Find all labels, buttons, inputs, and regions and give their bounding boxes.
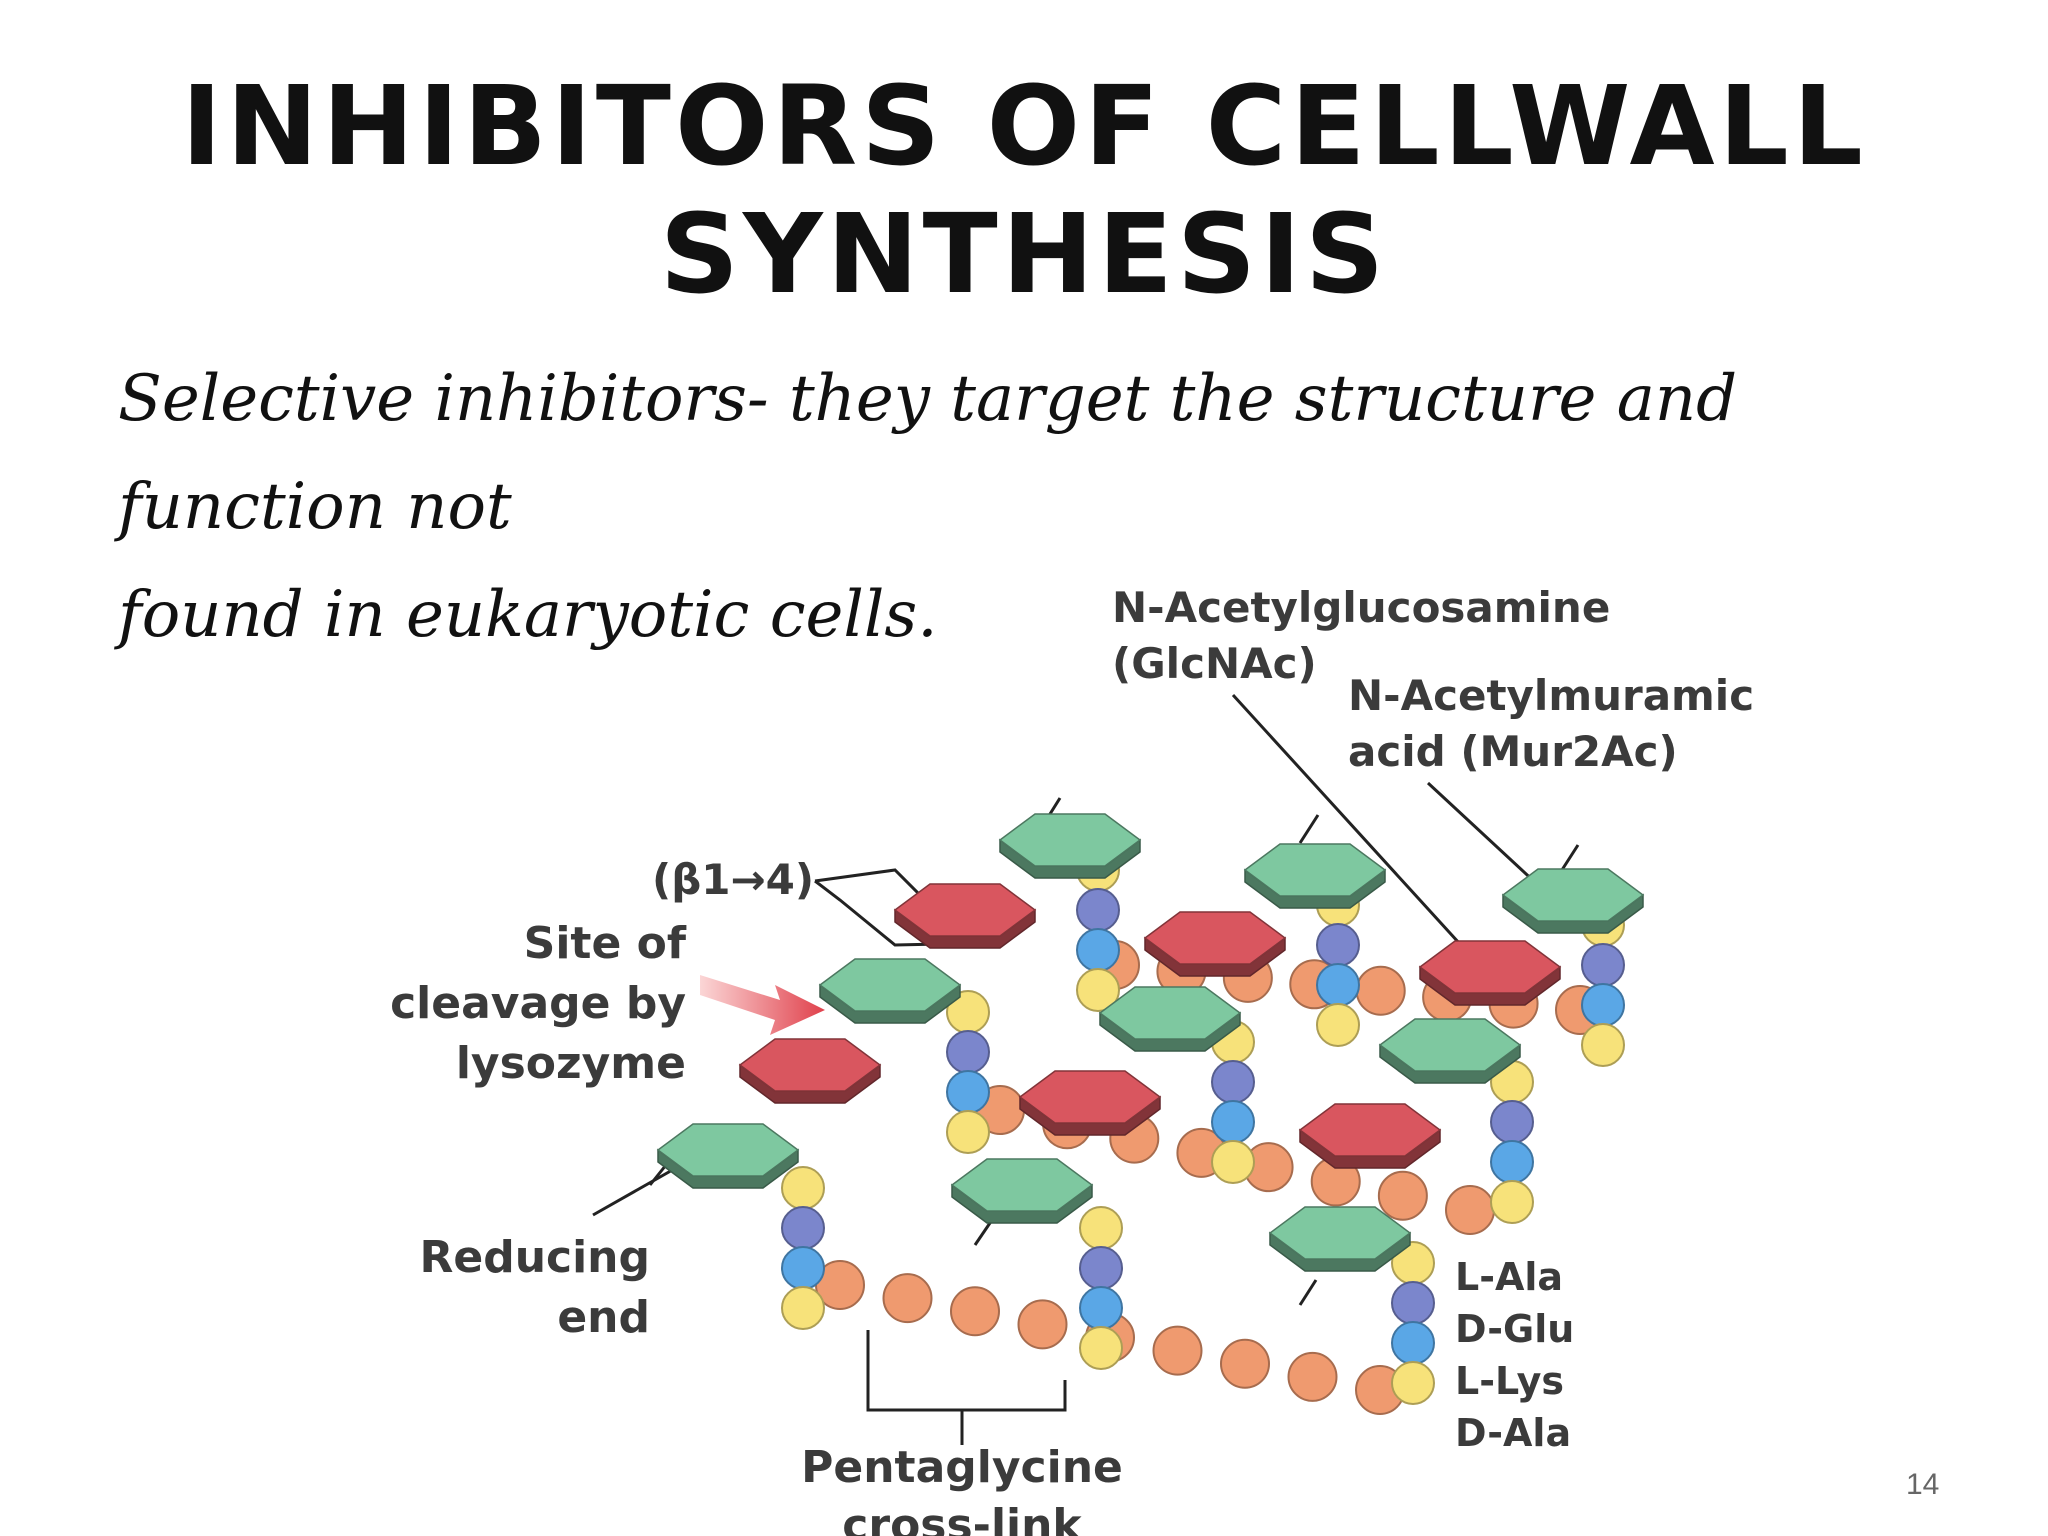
mur2ac-hexagon — [1298, 1103, 1442, 1169]
glycine-bead — [1445, 1185, 1495, 1235]
mur2ac-hexagon — [738, 1038, 882, 1104]
pentaglycine-label-line-2: cross-link — [842, 1500, 1083, 1536]
glcnac-pointer-line — [1231, 693, 1472, 957]
beta-link-label: (β1→4) — [652, 855, 814, 904]
pentaglycine-label-line-1: Pentaglycine — [801, 1442, 1123, 1493]
glcnac-hexagon — [818, 958, 962, 1024]
chain-end-stub — [1298, 1279, 1318, 1306]
amino-acid-bead — [1079, 1206, 1123, 1250]
peptide-chain-8 — [1490, 1060, 1534, 1224]
mur2ac-hexagon — [893, 883, 1037, 949]
amino-acid-bead — [1316, 1003, 1360, 1047]
glycine-bead — [1287, 1351, 1338, 1402]
amino-acid-bead — [1581, 983, 1625, 1027]
glcnac-hexagon — [1501, 868, 1645, 934]
chain-end-stub — [1298, 814, 1320, 844]
amino-acid-label-l-ala: L-Ala — [1455, 1255, 1563, 1299]
amino-acid-bead — [1316, 963, 1360, 1007]
reducing-label-line-2: end — [557, 1292, 650, 1343]
amino-acid-bead — [1581, 943, 1625, 987]
amino-acid-bead — [1211, 1100, 1255, 1144]
glcnac-hexagon — [1243, 843, 1387, 909]
glcnac-hexagon — [998, 813, 1142, 879]
slide-subtitle: Selective inhibitors- they target the st… — [118, 345, 1918, 669]
title-line-1: INHIBITORS OF CELLWALL — [181, 62, 1867, 190]
amino-acid-bead — [1079, 1246, 1123, 1290]
amino-acid-bead — [781, 1246, 825, 1290]
mur2ac-hexagon — [1143, 911, 1287, 977]
amino-acid-bead — [1076, 968, 1120, 1012]
glcnac-hexagon — [656, 1123, 800, 1189]
amino-acid-bead — [1076, 928, 1120, 972]
glcnac-hexagon — [950, 1158, 1094, 1224]
amino-acid-bead — [946, 1030, 990, 1074]
amino-acid-bead — [781, 1166, 825, 1210]
pentaglycine-chain-front — [815, 1260, 1405, 1415]
glcnac-label-line-1: N-Acetylglucosamine — [1112, 583, 1610, 632]
glcnac-hexagon — [1378, 1018, 1522, 1084]
cleavage-label-line-1: Site of — [524, 918, 687, 969]
amino-acid-label-d-ala: D-Ala — [1455, 1411, 1571, 1455]
peptide-chain-7 — [1391, 1241, 1435, 1405]
amino-acid-bead — [1391, 1361, 1435, 1405]
chain-end-stub — [973, 1219, 994, 1246]
glycine-bead — [1377, 1170, 1428, 1221]
slide-title: INHIBITORS OF CELLWALL SYNTHESIS — [0, 62, 2048, 318]
amino-acid-bead — [1581, 1023, 1625, 1067]
amino-acid-bead — [946, 1110, 990, 1154]
glycine-bead — [1017, 1299, 1068, 1350]
amino-acid-bead — [1391, 1321, 1435, 1365]
amino-acid-bead — [781, 1206, 825, 1250]
amino-acid-bead — [1316, 923, 1360, 967]
amino-acid-label-l-lys: L-Lys — [1455, 1359, 1564, 1403]
page-number: 14 — [1906, 1468, 1940, 1501]
cleavage-label-line-3: lysozyme — [456, 1038, 686, 1089]
peptide-chain-2 — [946, 990, 990, 1154]
peptide-chain-4 — [1211, 1020, 1255, 1184]
amino-acid-bead — [946, 1070, 990, 1114]
glycine-bead — [882, 1273, 933, 1324]
peptide-chain-1 — [781, 1166, 825, 1330]
amino-acid-bead — [1079, 1326, 1123, 1370]
glcnac-hexagon — [1268, 1206, 1412, 1272]
amino-acid-bead — [1391, 1281, 1435, 1325]
mur2ac-hexagon — [1018, 1070, 1162, 1136]
glcnac-hexagon — [1098, 986, 1242, 1052]
amino-acid-bead — [1211, 1060, 1255, 1104]
cleavage-label-line-2: cleavage by — [390, 978, 686, 1029]
title-line-2: SYNTHESIS — [659, 190, 1389, 318]
amino-acid-bead — [781, 1286, 825, 1330]
glycine-bead — [1220, 1338, 1270, 1389]
mur2ac-label-line-1: N-Acetylmuramic — [1348, 671, 1754, 720]
amino-acid-bead — [1076, 888, 1120, 932]
amino-acid-bead — [1211, 1140, 1255, 1184]
pentaglycine-bracket — [866, 1330, 1067, 1412]
sugar-units — [656, 813, 1645, 1272]
reducing-label-line-1: Reducing — [419, 1232, 650, 1283]
amino-acid-bead — [1490, 1180, 1534, 1224]
mur2ac-label-line-2: acid (Mur2Ac) — [1348, 727, 1678, 776]
mur2ac-pointer-line — [1426, 781, 1540, 887]
amino-acid-label-d-glu: D-Glu — [1455, 1307, 1574, 1351]
glycine-bead — [950, 1286, 1000, 1337]
glycine-bead — [1355, 965, 1406, 1016]
peptide-chain-5 — [1079, 1206, 1123, 1370]
amino-acid-bead — [1079, 1286, 1123, 1330]
glycine-bead — [1152, 1325, 1203, 1376]
subtitle-line-2: found in eukaryotic cells. — [118, 578, 938, 652]
mur2ac-hexagon — [1418, 940, 1562, 1006]
subtitle-line-1: Selective inhibitors- they target the st… — [118, 362, 1738, 544]
glcnac-label-line-2: (GlcNAc) — [1112, 639, 1317, 688]
amino-acid-bead — [1490, 1140, 1534, 1184]
cleavage-arrow-icon — [700, 975, 825, 1035]
amino-acid-bead — [1490, 1100, 1534, 1144]
